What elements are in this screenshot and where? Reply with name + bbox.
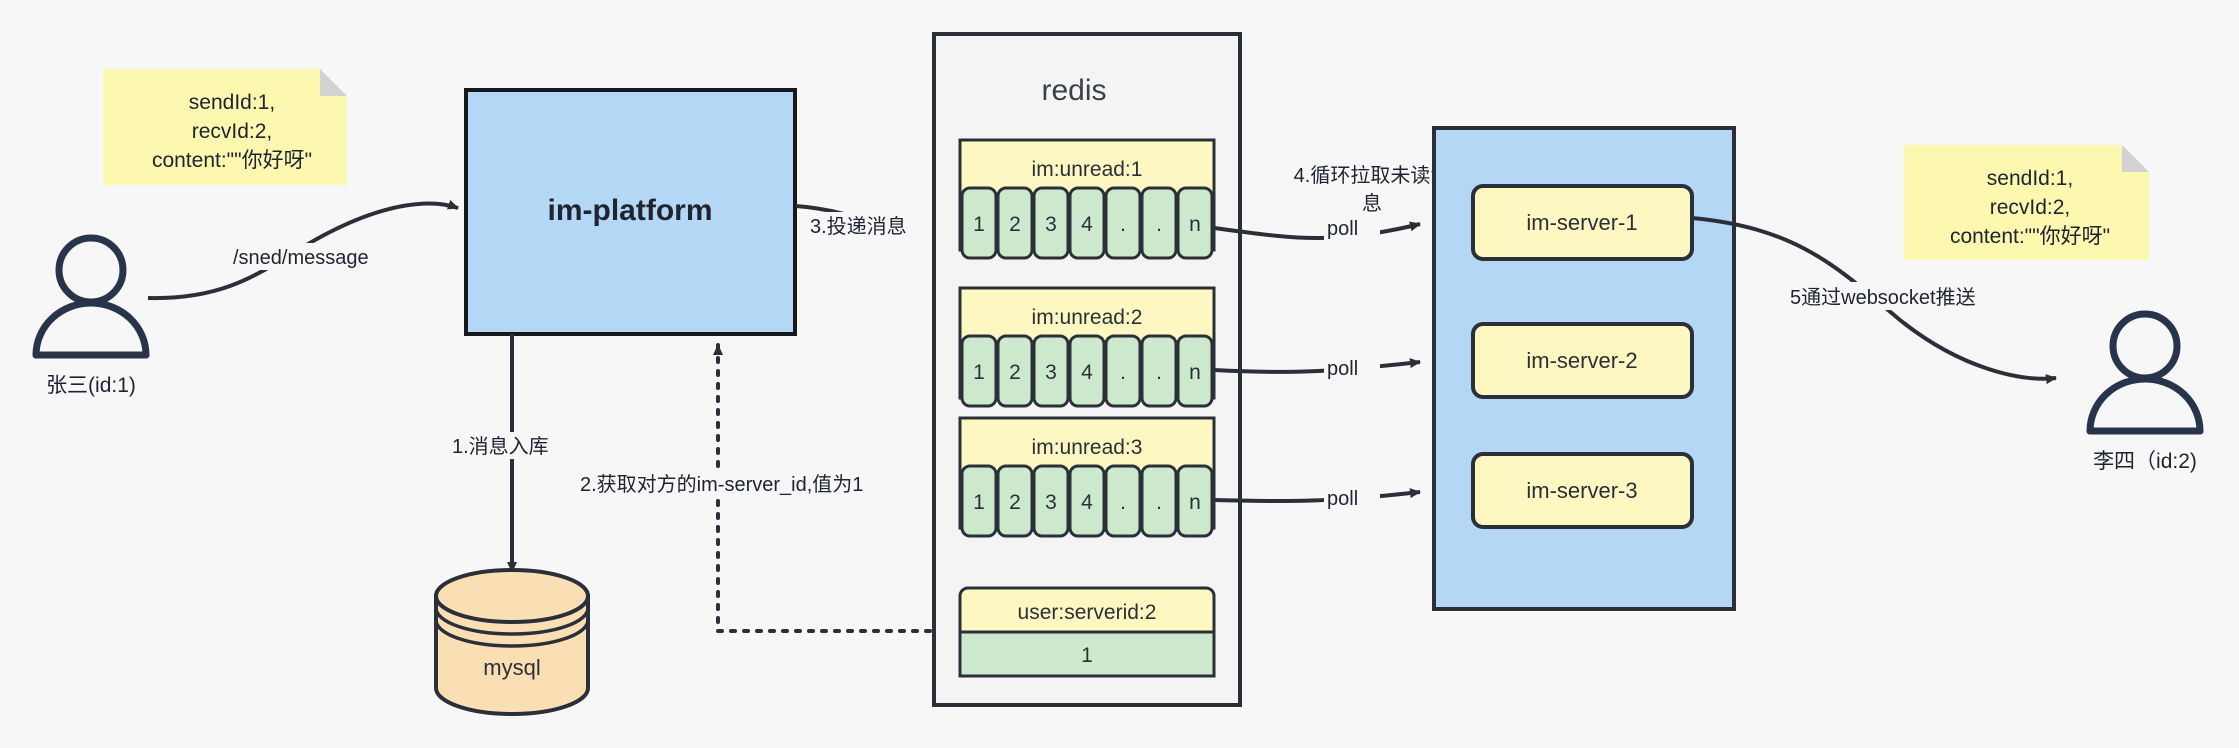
mysql-label: mysql	[483, 655, 540, 680]
sender-actor	[32, 234, 150, 359]
receiver-note-line-2: recvId:2,	[1990, 196, 2071, 219]
redis-queue-0-cells: 1 2 3 4 . . n	[960, 186, 1214, 260]
redis-queue-0-cell-0: 1	[973, 213, 985, 236]
redis-queue-2-cell-5: .	[1156, 491, 1162, 514]
edge-poll-0	[1213, 221, 1421, 241]
receiver-note-line-1: sendId:1,	[1987, 167, 2073, 190]
redis-queue-0-cell-6: n	[1189, 213, 1201, 236]
edge-poll-1	[1213, 358, 1421, 374]
im-server-2-box[interactable]: im-server-2	[1471, 322, 1694, 399]
redis-queue-1-cell-0: 1	[973, 361, 985, 384]
edge-websocket-push	[1691, 216, 2057, 385]
edge-get-serverid	[713, 343, 958, 633]
im-server-1-label: im-server-1	[1526, 210, 1637, 235]
edge-step4-label-line2: 息	[1362, 192, 1382, 215]
edge-poll-1-label: poll	[1327, 358, 1358, 380]
redis-queue-1-cell-6: n	[1189, 361, 1201, 384]
im-server-1-box[interactable]: im-server-1	[1471, 184, 1694, 261]
redis-queue-0-cell-2: 3	[1045, 213, 1057, 236]
receiver-note	[1904, 145, 2149, 260]
mysql-database[interactable]	[434, 568, 590, 716]
redis-queue-0: im:unread:1 1 2 3 4 . . n	[958, 138, 1216, 260]
receiver-actor-label: 李四（id:2)	[2093, 450, 2197, 473]
redis-queue-1-cell-1: 2	[1009, 361, 1021, 384]
im-server-3-label: im-server-3	[1526, 478, 1637, 503]
redis-queue-1: im:unread:2 1 2 3 4 . . n	[958, 286, 1216, 408]
sender-note-line-2: recvId:2,	[192, 120, 273, 143]
redis-queue-1-cell-2: 3	[1045, 361, 1057, 384]
redis-queue-2-cells: 1 2 3 4 . . n	[960, 464, 1214, 538]
redis-queue-2-cell-3: 4	[1081, 491, 1093, 514]
redis-queue-2-key: im:unread:3	[1032, 436, 1143, 459]
edge-step1-label: 1.消息入库	[452, 435, 549, 458]
im-server-3-box[interactable]: im-server-3	[1471, 452, 1694, 529]
redis-queue-2-cell-1: 2	[1009, 491, 1021, 514]
redis-queue-2: im:unread:3 1 2 3 4 . . n	[958, 416, 1216, 538]
edge-step3-label: 3.投递消息	[810, 215, 907, 238]
sender-note-line-3: content:""你好呀"	[152, 149, 312, 172]
edge-poll-2	[1213, 488, 1421, 504]
redis-queue-0-cell-5: .	[1156, 213, 1162, 236]
redis-map-entry-value: 1	[1081, 644, 1093, 667]
edge-send-message-label: /sned/message	[233, 247, 369, 269]
redis-queue-1-cell-5: .	[1156, 361, 1162, 384]
edge-send-message	[147, 199, 459, 301]
redis-queue-1-cell-4: .	[1120, 361, 1126, 384]
redis-queue-2-cell-2: 3	[1045, 491, 1057, 514]
edge-poll-2-label: poll	[1327, 488, 1358, 510]
redis-queue-1-cell-3: 4	[1081, 361, 1093, 384]
redis-map-entry: user:serverid:2 1	[958, 586, 1216, 678]
im-platform-label: im-platform	[548, 194, 713, 227]
receiver-note-line-3: content:""你好呀"	[1950, 225, 2110, 248]
edge-step5-label: 5通过websocket推送	[1790, 286, 1976, 309]
redis-map-entry-key: user:serverid:2	[1018, 601, 1157, 624]
redis-queue-0-cell-4: .	[1120, 213, 1126, 236]
redis-queue-2-cell-4: .	[1120, 491, 1126, 514]
im-server-2-label: im-server-2	[1526, 348, 1637, 373]
redis-title: redis	[1041, 74, 1106, 107]
sender-actor-label: 张三(id:1)	[46, 374, 136, 397]
receiver-actor	[2086, 310, 2204, 435]
redis-queue-2-cell-0: 1	[973, 491, 985, 514]
redis-queue-0-cell-3: 4	[1081, 213, 1093, 236]
edge-step2-label: 2.获取对方的im-server_id,值为1	[580, 473, 863, 496]
redis-queue-2-cell-6: n	[1189, 491, 1201, 514]
redis-queue-0-cell-1: 2	[1009, 213, 1021, 236]
edge-poll-0-label: poll	[1327, 218, 1358, 240]
im-platform-box[interactable]	[464, 88, 797, 336]
sender-note	[103, 69, 347, 185]
sender-note-line-1: sendId:1,	[189, 91, 275, 114]
redis-queue-1-key: im:unread:2	[1032, 306, 1143, 329]
edge-step4-label-line1: 4.循环拉取未读消	[1294, 164, 1451, 187]
redis-queue-1-cells: 1 2 3 4 . . n	[960, 334, 1214, 408]
redis-queue-0-key: im:unread:1	[1032, 158, 1143, 181]
